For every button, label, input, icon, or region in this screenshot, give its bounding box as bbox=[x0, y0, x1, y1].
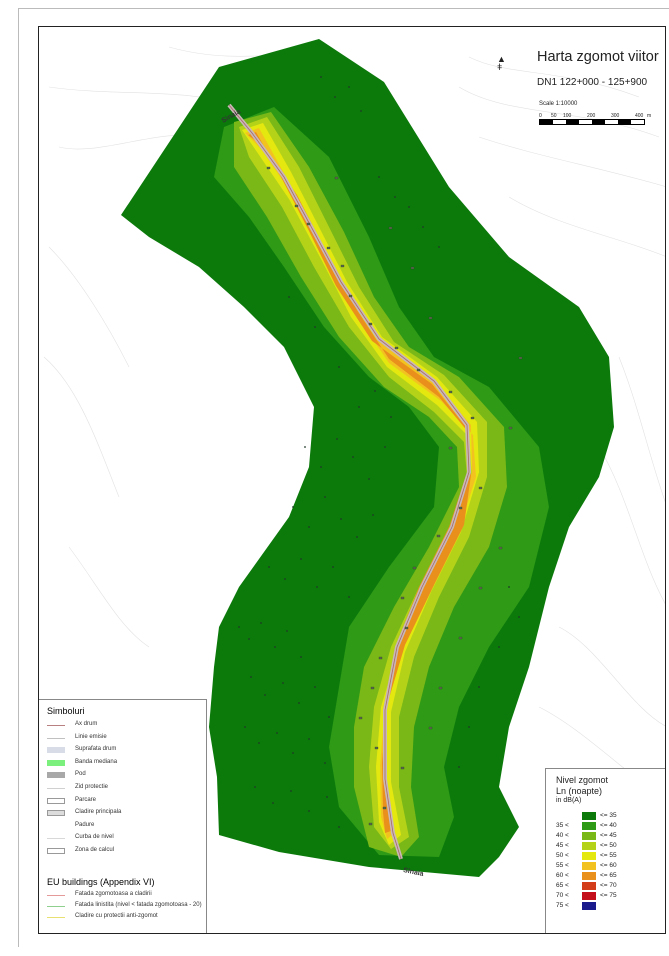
noise-class-lower: 70 < bbox=[556, 892, 569, 899]
symbol-swatch bbox=[47, 759, 65, 766]
noise-map bbox=[43, 39, 665, 877]
noise-class-upper: <= 40 bbox=[600, 822, 617, 829]
eu-label: Fatada zgomotoasa a cladirii bbox=[75, 891, 152, 897]
noise-class-upper: <= 55 bbox=[600, 852, 617, 859]
scale-tick: 50 bbox=[551, 113, 557, 119]
symbol-label: Zona de calcul bbox=[75, 847, 115, 853]
buildings bbox=[266, 166, 523, 826]
zone-35-40 bbox=[214, 107, 549, 857]
eu-swatch bbox=[47, 906, 65, 907]
symbol-swatch bbox=[47, 788, 65, 789]
symbol-label: Cladire principala bbox=[75, 809, 122, 816]
noise-class-upper: <= 50 bbox=[600, 842, 617, 849]
eu-label: Fatada linistita (nivel < fatada zgomoto… bbox=[75, 902, 202, 908]
zone-40-45 bbox=[234, 112, 507, 857]
noise-class-swatch bbox=[582, 842, 596, 850]
noise-class-upper: <= 60 bbox=[600, 862, 617, 869]
noise-level-legend: Nivel zgomot Ln (noapte) in dB(A) <= 35 3… bbox=[545, 768, 665, 933]
symbol-swatch bbox=[47, 737, 65, 739]
scale-bar bbox=[539, 119, 645, 125]
symbol-label: Curba de nivel bbox=[75, 834, 114, 841]
scale-tick: 100 bbox=[563, 113, 572, 119]
symbol-swatch bbox=[47, 797, 65, 804]
noise-legend-subtitle: Ln (noapte) bbox=[556, 786, 603, 796]
symbol-label: Zid protectie bbox=[75, 784, 109, 790]
noise-class-swatch bbox=[582, 902, 596, 910]
symbols-legend-title: Simboluri bbox=[47, 706, 85, 716]
eu-swatch bbox=[47, 895, 65, 896]
north-arrow-icon: ▲ǂ bbox=[497, 54, 506, 72]
noise-class-lower: 45 < bbox=[556, 842, 569, 849]
scale-unit: m bbox=[647, 113, 652, 119]
noise-class-lower: 35 < bbox=[556, 822, 569, 829]
noise-class-upper: <= 45 bbox=[600, 832, 617, 839]
symbol-label: Linie emisie bbox=[75, 733, 107, 740]
scale-tick: 0 bbox=[539, 113, 542, 119]
scale-tick: 300 bbox=[611, 113, 620, 119]
noise-class-lower: 40 < bbox=[556, 832, 569, 839]
eu-buildings-title: EU buildings (Appendix VI) bbox=[47, 877, 155, 887]
noise-class-lower: 75 < bbox=[556, 902, 569, 909]
symbol-swatch bbox=[47, 747, 65, 754]
eu-swatch bbox=[47, 917, 65, 918]
symbol-label: Suprafata drum bbox=[75, 746, 117, 753]
noise-legend-unit: in dB(A) bbox=[556, 797, 582, 804]
noise-class-swatch bbox=[582, 882, 596, 890]
noise-class-swatch bbox=[582, 832, 596, 840]
noise-class-swatch bbox=[582, 872, 596, 880]
symbol-swatch bbox=[47, 838, 65, 840]
noise-class-upper: <= 35 bbox=[600, 812, 617, 819]
symbol-label: Parcare bbox=[75, 796, 97, 803]
road-axis bbox=[228, 104, 470, 860]
scale-tick: 200 bbox=[587, 113, 596, 119]
noise-class-upper: <= 65 bbox=[600, 872, 617, 879]
scale-tick: 400 bbox=[635, 113, 644, 119]
symbol-label: Padure bbox=[75, 821, 95, 828]
map-title: Harta zgomot viitor bbox=[537, 49, 659, 65]
map-sheet bbox=[18, 8, 669, 947]
symbol-label: Banda mediana bbox=[75, 758, 118, 765]
map-subtitle: DN1 122+000 - 125+900 bbox=[537, 77, 648, 88]
calculation-zone bbox=[121, 39, 614, 877]
noise-class-lower: 50 < bbox=[556, 852, 569, 859]
symbol-swatch bbox=[47, 823, 65, 829]
symbol-swatch bbox=[47, 725, 65, 726]
eu-label: Cladire cu protectii anti-zgomot bbox=[75, 913, 158, 919]
symbol-label: Ax drum bbox=[75, 721, 98, 727]
noise-class-lower: 65 < bbox=[556, 882, 569, 889]
forest-symbols bbox=[238, 76, 520, 828]
noise-class-upper: <= 75 bbox=[600, 892, 617, 899]
symbol-swatch bbox=[47, 810, 65, 817]
noise-class-swatch bbox=[582, 862, 596, 870]
noise-legend-title: Nivel zgomot bbox=[556, 775, 609, 785]
map-frame: ▲ǂ Harta zgomot viitor DN1 122+000 - 125… bbox=[38, 26, 666, 934]
symbol-swatch bbox=[47, 848, 65, 854]
symbol-label: Pod bbox=[75, 771, 86, 778]
noise-class-lower: 60 < bbox=[556, 872, 569, 879]
noise-class-swatch bbox=[582, 812, 596, 820]
noise-class-upper: <= 70 bbox=[600, 882, 617, 889]
symbol-swatch bbox=[47, 772, 65, 779]
noise-class-lower: 55 < bbox=[556, 862, 569, 869]
noise-class-swatch bbox=[582, 852, 596, 860]
noise-class-swatch bbox=[582, 822, 596, 830]
noise-class-swatch bbox=[582, 892, 596, 900]
scale-label: Scale 1:10000 bbox=[539, 101, 578, 107]
